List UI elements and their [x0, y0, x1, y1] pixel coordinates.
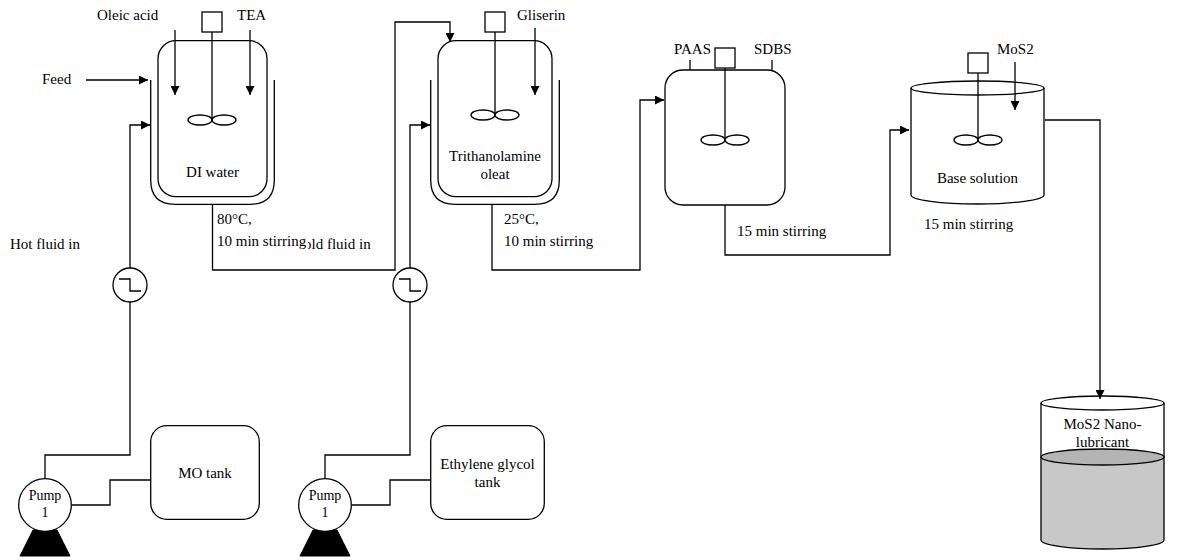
pump-base — [300, 530, 350, 556]
annotation-label: SDBS — [752, 40, 794, 58]
annotation-label: 15 min stirring — [922, 215, 1015, 233]
storage-tank: Ethylene glycol tank — [430, 425, 545, 520]
agitator — [188, 115, 212, 125]
annotation-label: Hot fluid in — [8, 235, 82, 253]
outline — [911, 88, 1044, 204]
agitator — [978, 135, 1002, 145]
pump: Pump 1 — [298, 478, 352, 532]
agitator — [485, 12, 505, 32]
agitator — [968, 53, 988, 73]
node-text: Base solution — [935, 169, 1020, 187]
annotation-label: 15 min stirring — [735, 222, 828, 240]
outline — [438, 41, 552, 197]
jacketed-vessel: DI water — [150, 40, 275, 205]
pump: Pump 1 — [18, 478, 72, 532]
agitator — [494, 32, 495, 115]
reagent-arrow — [1014, 62, 1015, 110]
agitator — [212, 115, 236, 125]
outline — [151, 426, 260, 520]
jacketed-vessel: Trithanolamine oleat — [430, 40, 560, 205]
connector — [1045, 120, 1100, 399]
node-text: DI water — [184, 163, 241, 181]
agitator — [202, 12, 222, 32]
outline — [431, 80, 560, 204]
outline — [431, 426, 545, 520]
connector — [352, 480, 430, 505]
node-text: Ethylene glycol tank — [434, 455, 541, 491]
mixing-beaker: Base solution — [910, 80, 1045, 205]
reagent-arrow — [86, 79, 148, 80]
valve-symbol — [399, 279, 421, 291]
outline — [1041, 449, 1164, 465]
valve-symbol — [393, 268, 427, 302]
node-text: Trithanolamine oleat — [442, 147, 548, 183]
connector — [72, 480, 150, 505]
agitator — [724, 68, 725, 140]
transfer-line — [492, 100, 664, 270]
annotation-label: 10 min stirring — [502, 232, 595, 250]
annotation-label: MoS2 — [995, 40, 1036, 58]
connector — [213, 22, 451, 270]
agitator — [701, 135, 725, 145]
pump-base — [20, 530, 350, 556]
annotation-label: Gliserin — [515, 6, 567, 24]
agitator — [471, 110, 495, 120]
agitator — [495, 110, 519, 120]
outline — [1041, 457, 1164, 549]
outline — [299, 479, 352, 532]
node-outline — [910, 80, 1045, 205]
annotation-label: TEA — [235, 6, 268, 24]
annotation-label: 25°C, — [502, 210, 541, 228]
reagent-arrow — [174, 30, 175, 95]
annotation-label: 80°C, — [215, 210, 254, 228]
pump-base — [20, 530, 70, 556]
storage-tank: MO tank — [150, 425, 260, 520]
node-outline — [150, 40, 275, 205]
reagent-arrow — [534, 28, 535, 95]
product-beaker: MoS2 Nano-lubricant — [1040, 395, 1165, 550]
agitator — [211, 32, 212, 120]
connector — [325, 125, 430, 478]
agitator — [725, 135, 749, 145]
valve-symbol — [113, 268, 147, 302]
node-text: MO tank — [176, 464, 234, 482]
outline — [158, 41, 267, 197]
node-outline — [430, 425, 545, 520]
node-text: MoS2 Nano-lubricant — [1044, 415, 1161, 451]
valve-symbol — [113, 268, 427, 302]
annotation-label: Oleic acid — [95, 6, 160, 24]
outline — [19, 479, 72, 532]
outline — [151, 80, 275, 204]
outline — [911, 81, 1044, 95]
agitator — [977, 73, 978, 140]
agitator — [954, 135, 978, 145]
node-text: Pump 1 — [22, 488, 68, 522]
annotation-label: 10 min stirring — [215, 232, 308, 250]
agitator — [188, 12, 1002, 145]
valve-symbol — [119, 279, 141, 291]
outline — [1041, 403, 1164, 549]
outline — [1041, 396, 1164, 410]
reagent-arrow — [249, 30, 250, 95]
annotation-label: PAAS — [672, 40, 713, 58]
connector — [45, 125, 150, 478]
agitator — [715, 48, 735, 68]
node-text: Pump 1 — [302, 488, 348, 522]
annotation-label: Feed — [40, 70, 73, 88]
